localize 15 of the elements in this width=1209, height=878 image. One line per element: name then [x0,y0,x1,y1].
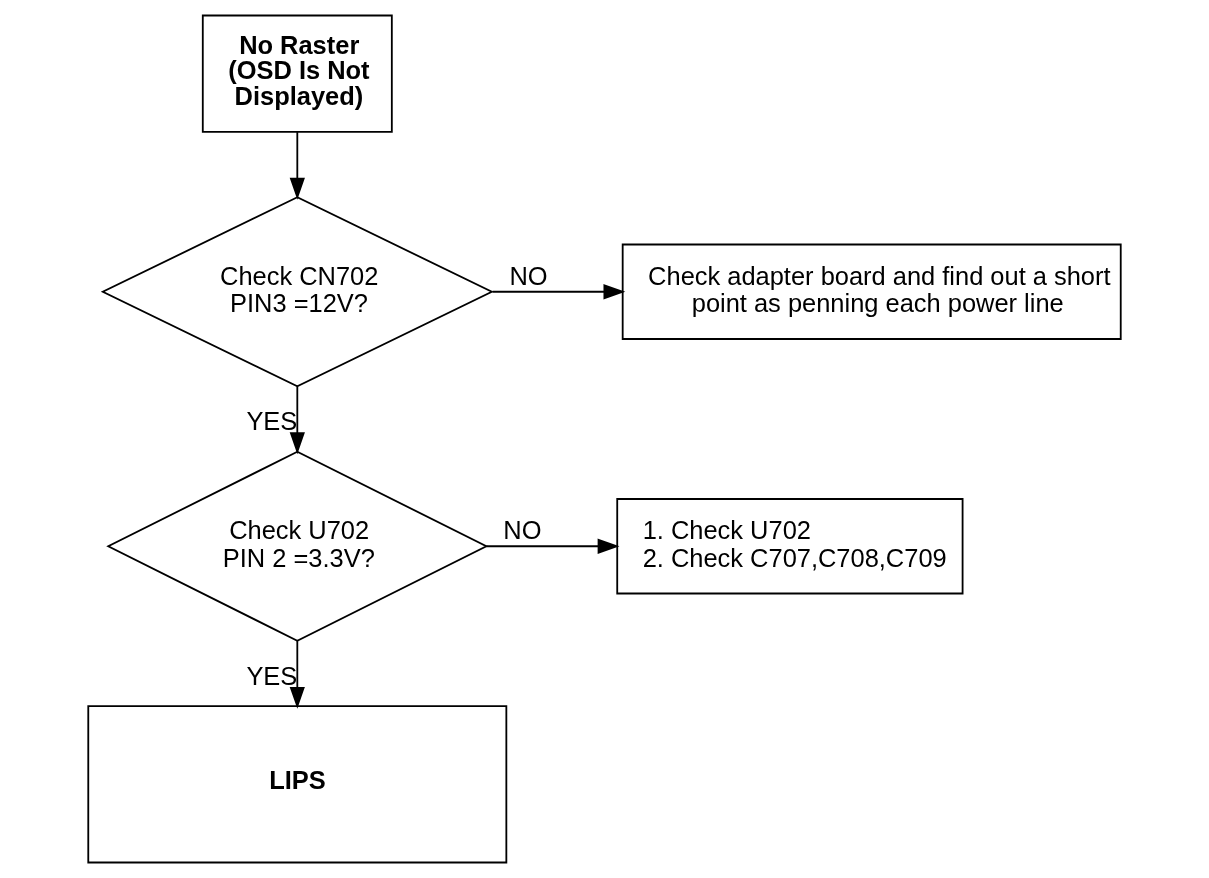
node-box: No Raster (OSD Is Not Displayed) [201,14,393,133]
arrow [491,284,626,300]
arrow [289,131,305,200]
node-diamond: Check U702 PIN 2 =3.3V? [106,450,489,642]
arrow [485,538,620,554]
edge-label: NO [509,261,548,290]
node-diamond: Check CN702 PIN3 =12V? [100,196,494,388]
node-box: 1. Check U702 2. Check C707,C708,C709 [616,498,964,595]
edge-label: YES [246,407,298,436]
node-box: Check adapter board and find out a short point as penning each power line [621,243,1122,340]
edge-label: NO [503,516,542,545]
node-box: LIPS [87,705,508,864]
arrow [289,385,305,455]
arrow [289,640,305,709]
edge-label: YES [246,661,298,690]
